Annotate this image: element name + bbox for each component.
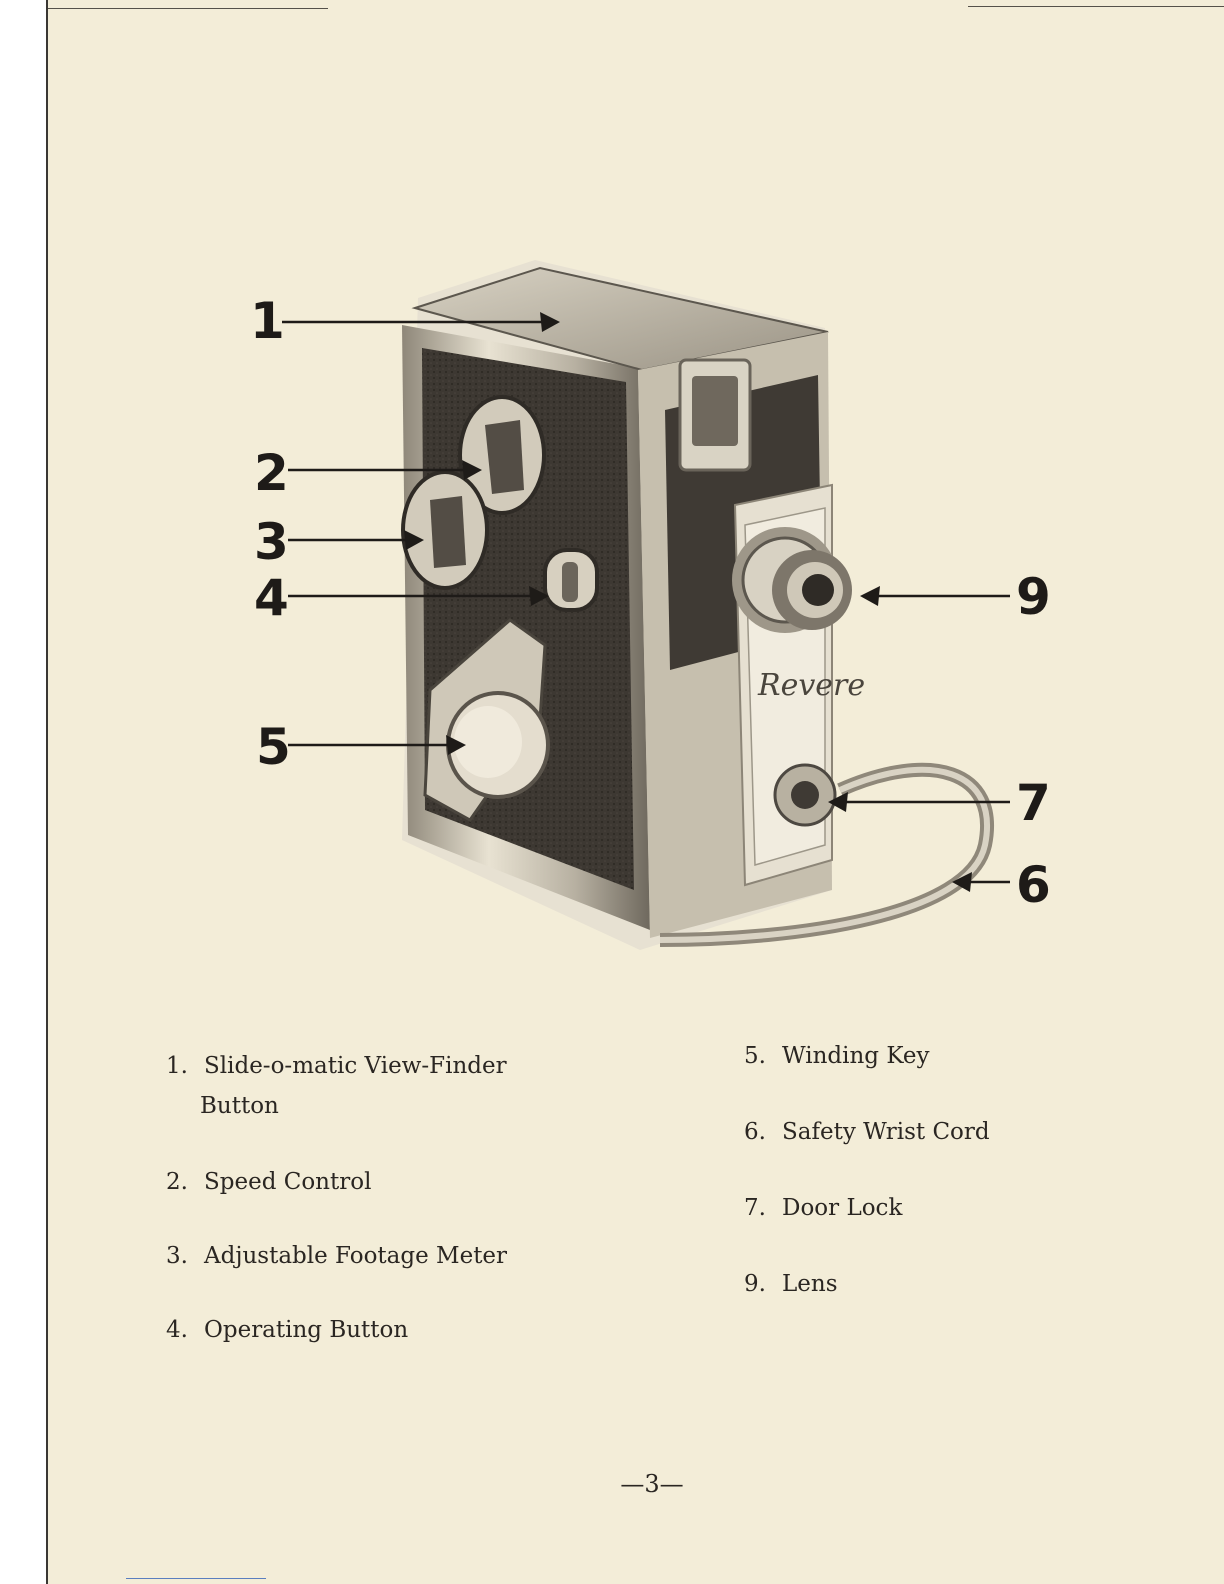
- part-label: Safety Wrist Cord: [782, 1112, 990, 1152]
- part-number: 3.: [166, 1236, 204, 1276]
- part-number: 9.: [744, 1264, 782, 1304]
- part-number: 4.: [166, 1310, 204, 1350]
- parts-list-item: 6. Safety Wrist Cord: [744, 1112, 1104, 1152]
- parts-list-item: 9. Lens: [744, 1264, 1104, 1304]
- part-number: 5.: [744, 1036, 782, 1076]
- parts-list-item: 4. Operating Button: [166, 1310, 606, 1350]
- callout-1: 1: [250, 292, 285, 350]
- part-label: Winding Key: [782, 1036, 930, 1076]
- callout-3: 3: [254, 513, 289, 571]
- parts-list-item: 7. Door Lock: [744, 1188, 1104, 1228]
- parts-list-item: 5. Winding Key: [744, 1036, 1104, 1076]
- part-label: Adjustable Footage Meter: [204, 1236, 507, 1276]
- callout-9: 9: [1016, 568, 1051, 626]
- parts-list-right: 5. Winding Key 6. Safety Wrist Cord 7. D…: [744, 1036, 1104, 1304]
- callout-7: 7: [1016, 774, 1051, 832]
- top-rule-right: [968, 6, 1224, 7]
- part-label: Operating Button: [204, 1310, 408, 1350]
- page-margin: [0, 0, 46, 1584]
- camera-illustration: Revere 1 2 3 4 5 6: [240, 250, 1060, 980]
- callout-5: 5: [256, 718, 291, 776]
- part-number: 1.: [166, 1046, 204, 1086]
- part-label: Door Lock: [782, 1188, 902, 1228]
- page-edge-line: [46, 0, 48, 1584]
- top-rule: [48, 8, 328, 9]
- parts-list-item: 3. Adjustable Footage Meter: [166, 1236, 606, 1276]
- parts-list-item: 1. Slide-o-matic View-Finder Button: [166, 1046, 606, 1126]
- parts-list-left: 1. Slide-o-matic View-Finder Button 2. S…: [166, 1046, 606, 1350]
- page-number: —3—: [612, 1470, 692, 1498]
- part-number: 7.: [744, 1188, 782, 1228]
- part-label: Speed Control: [204, 1162, 371, 1202]
- part-label-continued: Button: [166, 1086, 606, 1126]
- callout-6: 6: [1016, 856, 1051, 914]
- part-number: 6.: [744, 1112, 782, 1152]
- part-number: 2.: [166, 1162, 204, 1202]
- part-label: Lens: [782, 1264, 838, 1304]
- part-label: Slide-o-matic View-Finder: [204, 1046, 507, 1086]
- callout-2: 2: [254, 444, 289, 502]
- svg-text:Revere: Revere: [757, 668, 865, 703]
- camera-body: Revere: [402, 260, 987, 950]
- parts-list-item: 2. Speed Control: [166, 1162, 606, 1202]
- callout-4: 4: [254, 569, 289, 627]
- bottom-rule: [126, 1578, 266, 1579]
